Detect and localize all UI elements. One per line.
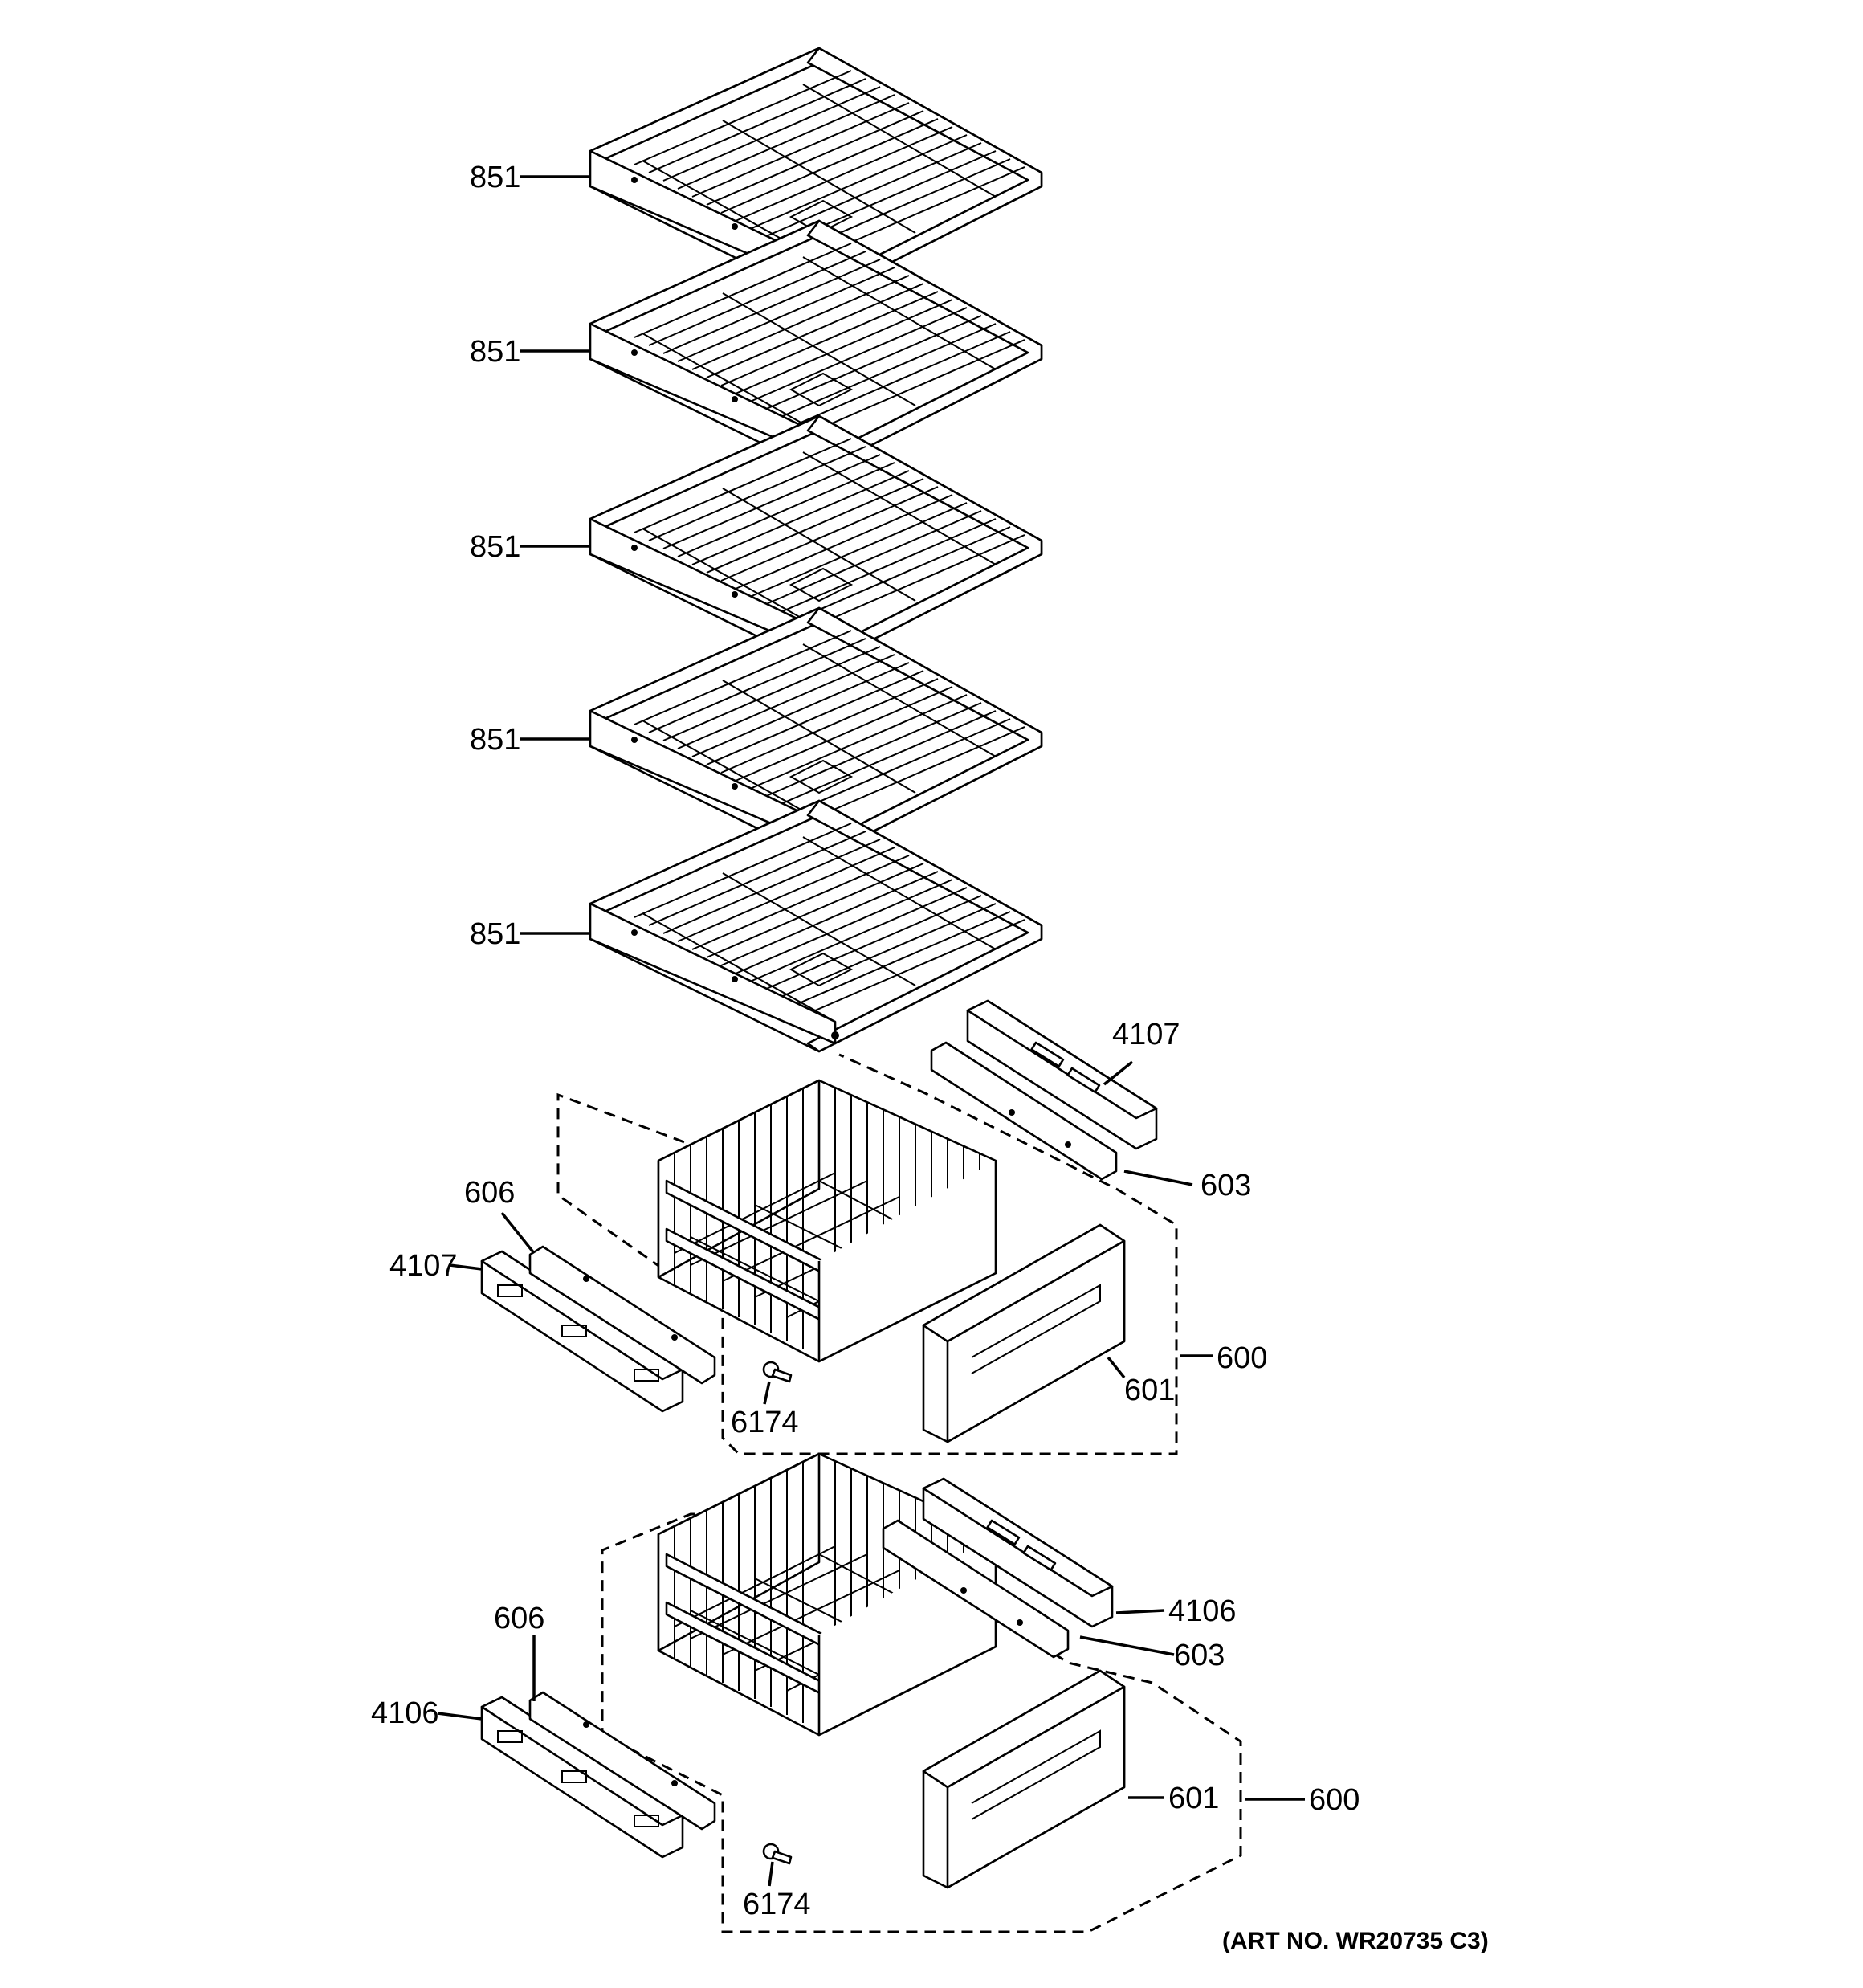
label-upper-slide-left: 4107 (389, 1249, 458, 1283)
label-lower-drawer-front: 601 (1168, 1782, 1219, 1815)
upper-drawer-dashed-outline (556, 1053, 1178, 1455)
upper-screw (762, 1361, 793, 1383)
label-lower-cover-right: 603 (1174, 1639, 1225, 1672)
leader-lines (437, 175, 1305, 1887)
label-lower-slide-right: 4106 (1168, 1594, 1237, 1628)
label-upper-cover-right: 603 (1201, 1169, 1251, 1202)
label-upper-slide-right: 4107 (1112, 1018, 1180, 1051)
label-shelf-1: 851 (470, 161, 520, 194)
label-lower-cover-left: 606 (494, 1602, 544, 1635)
label-upper-drawer-assembly: 600 (1217, 1341, 1267, 1375)
label-shelf-2: 851 (470, 335, 520, 369)
lower-drawer-dashed-outline (601, 1512, 1242, 1933)
art-number: (ART NO. WR20735 C3) (1222, 1928, 1489, 1954)
lower-screw (762, 1843, 793, 1865)
label-shelf-5: 851 (470, 917, 520, 951)
label-shelf-3: 851 (470, 530, 520, 564)
label-shelf-4: 851 (470, 723, 520, 757)
label-lower-screw: 6174 (743, 1888, 811, 1921)
label-upper-drawer-front: 601 (1124, 1374, 1175, 1407)
label-lower-slide-left: 4106 (371, 1696, 439, 1730)
label-upper-screw: 6174 (731, 1406, 799, 1439)
label-lower-drawer-assembly: 600 (1309, 1783, 1360, 1817)
lower-drawer-front (922, 1669, 1126, 1889)
label-upper-cover-left: 606 (464, 1176, 515, 1210)
